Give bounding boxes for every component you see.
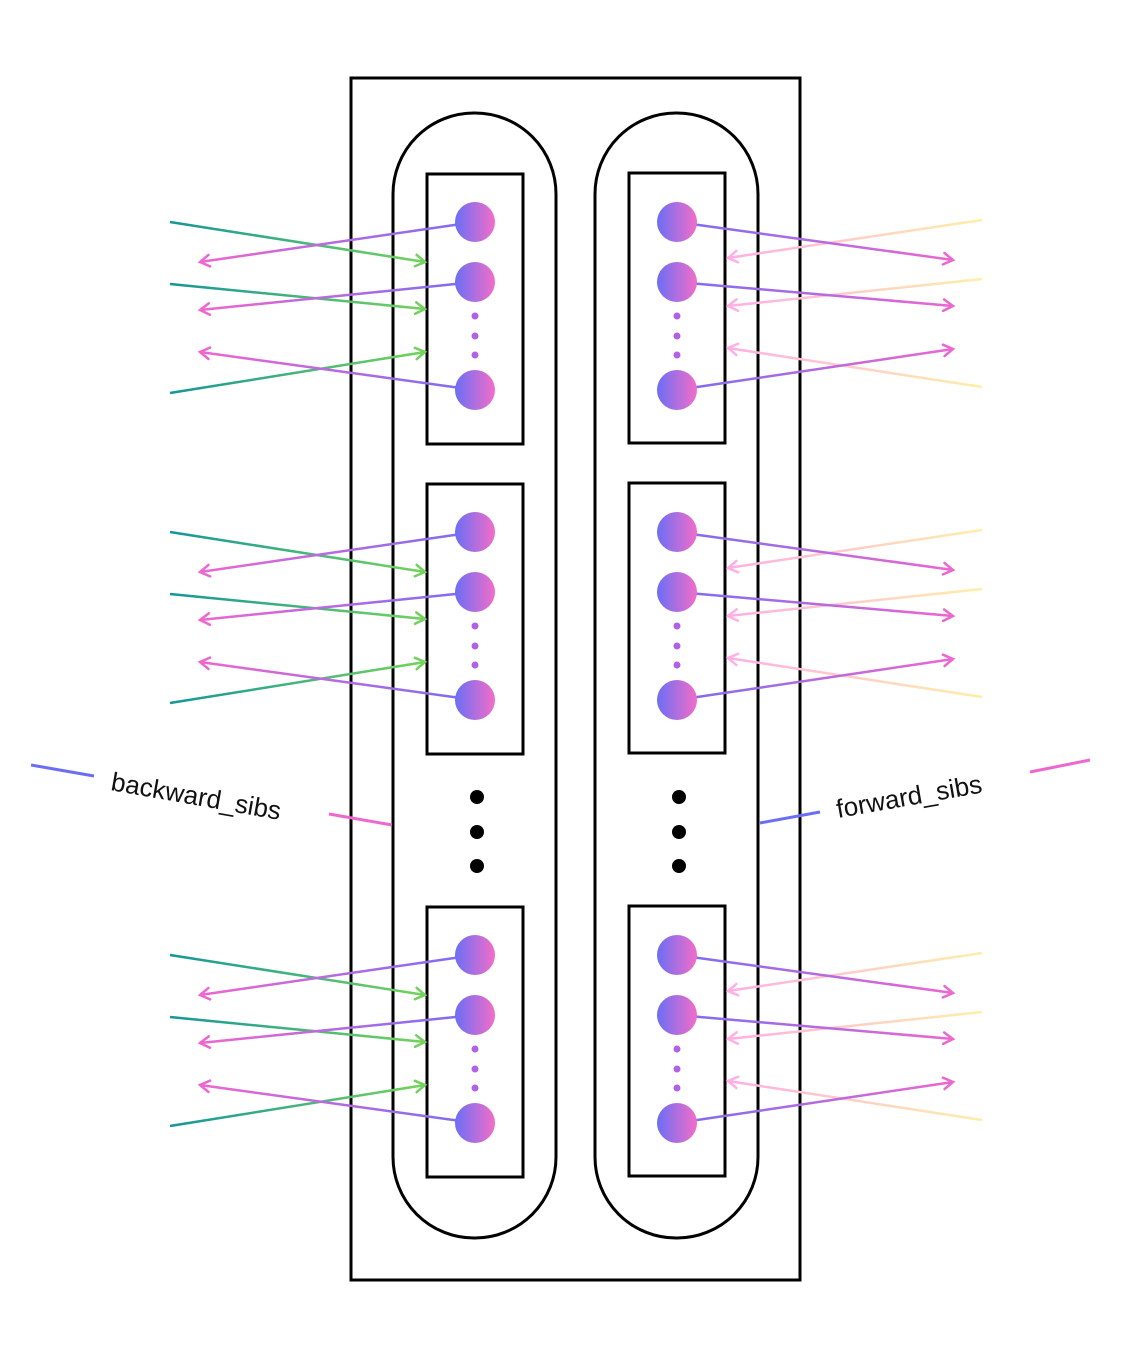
backward-sibling-node: [455, 512, 495, 552]
forward-sibling-node: [657, 370, 697, 410]
backward-incoming-arrow: [169, 220, 428, 268]
backward-outgoing-arrow: [197, 1013, 476, 1050]
backward-group-3: [169, 905, 525, 1179]
small-ellipsis-dot: [471, 642, 479, 650]
forward-incoming-arrow: [725, 218, 983, 264]
forward-sibling-node: [657, 1103, 697, 1143]
backward-incoming-arrow: [169, 1079, 428, 1128]
backward-label-leader-left: [30, 763, 95, 778]
backward-incoming-arrow: [169, 1015, 428, 1049]
backward-group-2: [169, 482, 525, 756]
forward-group-box: [627, 171, 727, 445]
backward-sibling-node: [455, 680, 495, 720]
small-ellipsis-dot: [673, 1065, 681, 1073]
small-ellipsis-dot: [673, 1045, 681, 1053]
backward-incoming-arrow: [169, 656, 428, 705]
forward-sibling-node: [657, 202, 697, 242]
backward-sibling-node: [455, 995, 495, 1035]
forward-outgoing-arrow: [676, 653, 956, 702]
forward-sibling-node: [657, 512, 697, 552]
small-ellipsis-dot: [673, 312, 681, 320]
backward-incoming-arrow: [169, 346, 428, 395]
small-ellipsis-dot: [673, 1084, 681, 1092]
backward-outgoing-arrow: [197, 590, 476, 627]
forward-label-leader-right: [1029, 758, 1091, 774]
forward-incoming-arrow: [725, 1010, 983, 1045]
forward-sibling-node: [657, 572, 697, 612]
groups-layer: [169, 171, 983, 1179]
forward-incoming-arrow: [725, 1075, 983, 1122]
forward-incoming-arrow: [725, 277, 983, 312]
forward-label-leader-left: [759, 810, 821, 825]
forward-group-1: [627, 171, 983, 445]
backward-capsule: [391, 111, 558, 1240]
forward-incoming-arrow: [725, 951, 983, 997]
forward-sibling-node: [657, 262, 697, 302]
backward-outgoing-arrow: [197, 280, 476, 317]
backward-ellipsis: [470, 790, 484, 873]
forward-group-box: [627, 481, 727, 755]
small-ellipsis-dot: [471, 332, 479, 340]
forward-outgoing-arrow: [676, 1013, 956, 1046]
backward-incoming-arrow: [169, 953, 428, 1001]
small-ellipsis-dot: [471, 1065, 479, 1073]
forward-incoming-arrow: [725, 652, 983, 699]
backward-label-leader-right: [328, 812, 393, 827]
backward-outgoing-arrow: [197, 656, 476, 702]
small-ellipsis-dot: [673, 622, 681, 630]
backward-outgoing-arrow: [197, 220, 476, 268]
backward-sibling-node: [455, 262, 495, 302]
small-ellipsis-dot: [471, 1045, 479, 1053]
backward-incoming-arrow: [169, 282, 428, 316]
forward-group-box: [627, 904, 727, 1178]
small-ellipsis-dot: [471, 622, 479, 630]
forward-outgoing-arrow: [676, 280, 956, 313]
forward-capsule: [593, 111, 760, 1240]
forward-outgoing-arrow: [676, 530, 956, 576]
backward-sibling-node: [455, 202, 495, 242]
backward-group-1: [169, 172, 525, 446]
small-ellipsis-dot: [673, 642, 681, 650]
backward-sibling-node: [455, 370, 495, 410]
backward-sibling-node: [455, 1103, 495, 1143]
small-ellipsis-dot: [673, 351, 681, 359]
forward-outgoing-arrow: [676, 590, 956, 623]
backward-outgoing-arrow: [197, 346, 476, 392]
backward-outgoing-arrow: [197, 1079, 476, 1125]
forward-label: forward_sibs: [834, 769, 984, 824]
forward-sibling-node: [657, 680, 697, 720]
backward-outgoing-arrow: [197, 953, 476, 1001]
backward-label: backward_sibs: [109, 766, 284, 825]
small-ellipsis-dot: [673, 332, 681, 340]
small-ellipsis-dot: [471, 1084, 479, 1092]
backward-incoming-arrow: [169, 592, 428, 626]
backward-sibling-node: [455, 935, 495, 975]
outer-container: [349, 76, 802, 1282]
backward-incoming-arrow: [169, 530, 428, 578]
forward-group-2: [627, 481, 983, 755]
small-ellipsis-dot: [471, 312, 479, 320]
backward-sibling-node: [455, 572, 495, 612]
small-ellipsis-dot: [471, 351, 479, 359]
forward-outgoing-arrow: [676, 953, 956, 999]
forward-sibling-node: [657, 995, 697, 1035]
forward-incoming-arrow: [725, 528, 983, 574]
small-ellipsis-dot: [471, 661, 479, 669]
forward-group-3: [627, 904, 983, 1178]
forward-outgoing-arrow: [676, 220, 956, 266]
small-ellipsis-dot: [673, 661, 681, 669]
backward-outgoing-arrow: [197, 530, 476, 578]
forward-sibling-node: [657, 935, 697, 975]
forward-incoming-arrow: [725, 587, 983, 622]
forward-incoming-arrow: [725, 342, 983, 389]
forward-ellipsis: [672, 790, 686, 873]
forward-outgoing-arrow: [676, 1076, 956, 1125]
forward-outgoing-arrow: [676, 343, 956, 392]
